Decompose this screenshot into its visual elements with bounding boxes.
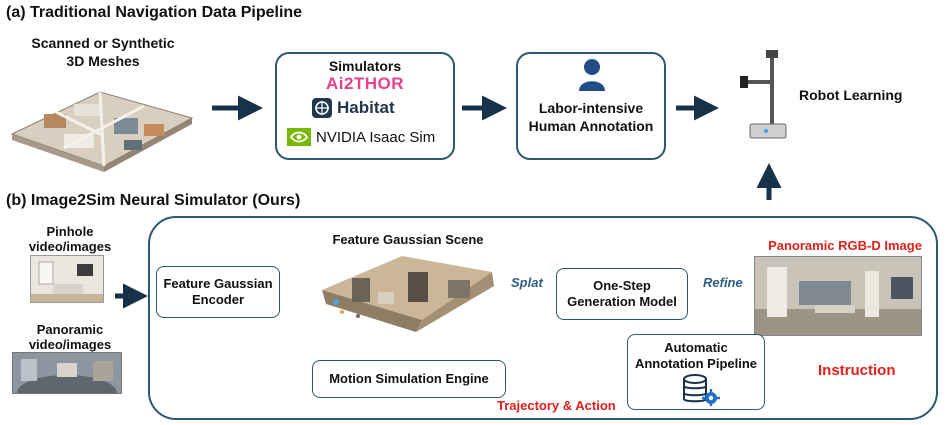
- automatic-annotation-pipeline: Automatic Annotation Pipeline: [627, 334, 765, 410]
- robot-icon: [736, 48, 794, 142]
- simulators-title: Simulators: [328, 58, 402, 74]
- motion-simulation-engine: Motion Simulation Engine: [312, 360, 506, 398]
- annotation-label: Labor-intensive Human Annotation: [528, 100, 654, 134]
- feature-gaussian-encoder: Feature Gaussian Encoder: [156, 266, 280, 318]
- trajectory-action-label: Trajectory & Action: [497, 398, 616, 413]
- refine-label: Refine: [703, 275, 743, 290]
- panoramic-rgbd-image: [754, 256, 922, 336]
- person-icon: [578, 58, 606, 92]
- meshes-label: Scanned or Synthetic 3D Meshes: [31, 35, 175, 69]
- one-step-generation-model: One-Step Generation Model: [556, 268, 688, 320]
- instruction-label: Instruction: [818, 362, 896, 379]
- nvidia-logo-icon: [287, 128, 311, 146]
- section-a-title: (a) Traditional Navigation Data Pipeline: [6, 4, 303, 21]
- splat-label: Splat: [511, 275, 543, 290]
- habitat-logo-icon: [311, 97, 333, 119]
- database-gear-icon: [681, 374, 721, 407]
- scanned-mesh-image: [4, 74, 200, 174]
- robot-learning-label: Robot Learning: [799, 87, 903, 103]
- panoramic-label: Panoramic video/images: [28, 322, 112, 352]
- panoramic-rgbd-title: Panoramic RGB-D Image: [768, 238, 922, 253]
- pinhole-image: [30, 255, 104, 303]
- pinhole-label: Pinhole video/images: [28, 224, 112, 254]
- feature-gaussian-scene-title: Feature Gaussian Scene: [332, 232, 484, 247]
- ai2thor-logo: Ai2THOR: [325, 74, 405, 93]
- habitat-logo: Habitat: [337, 98, 395, 117]
- feature-gaussian-scene-image: [312, 250, 504, 334]
- nvidia-isaac-logo: NVIDIA Isaac Sim: [316, 129, 436, 146]
- section-b-title: (b) Image2Sim Neural Simulator (Ours): [6, 192, 301, 209]
- panoramic-image: [12, 352, 122, 411]
